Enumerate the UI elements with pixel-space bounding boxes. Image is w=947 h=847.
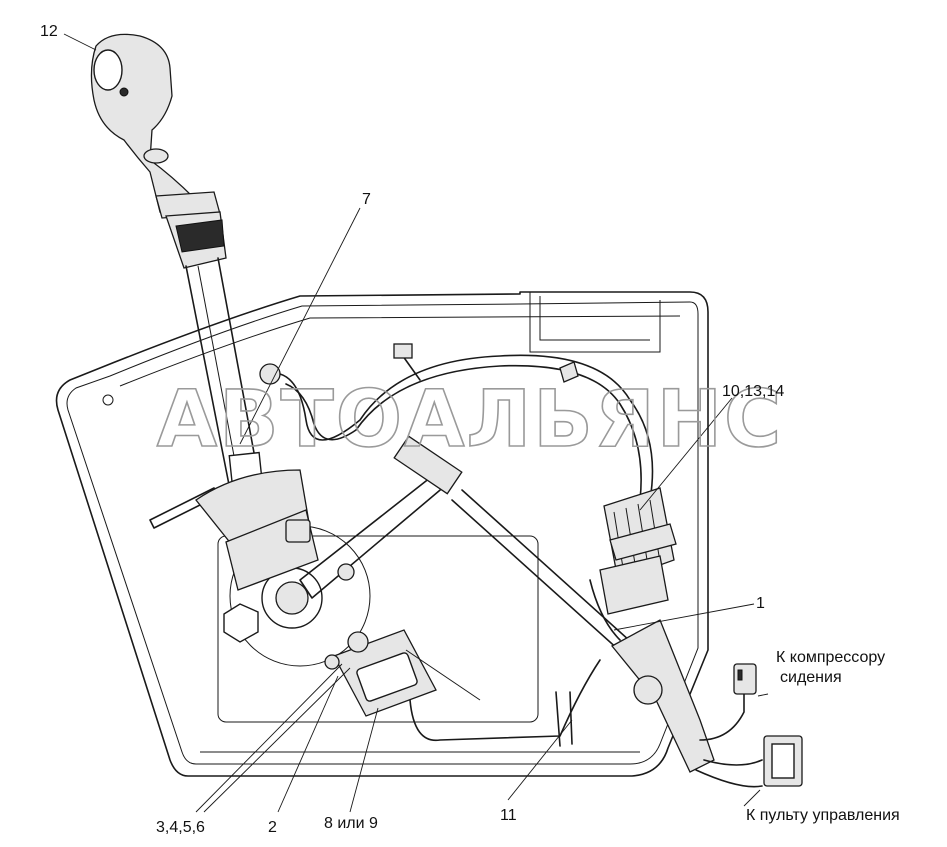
callout-10-13-14: 10,13,14	[722, 383, 784, 400]
callout-3-4-5-6: 3,4,5,6	[156, 819, 205, 836]
callout-8-or-9: 8 или 9	[324, 815, 378, 832]
label-control-panel: К пульту управления	[746, 807, 900, 824]
callout-7: 7	[362, 191, 371, 208]
housing-panel	[55, 291, 709, 777]
callout-12: 12	[40, 23, 58, 40]
label-compressor-line2: сидения	[780, 669, 842, 686]
leader-lines	[63, 33, 769, 813]
connector-assembly	[599, 487, 677, 615]
watermark-text: АВТОАЛЬЯНС	[157, 375, 784, 465]
cable-bundle	[611, 619, 803, 788]
selector-mechanism	[149, 435, 641, 667]
wiring-harness	[259, 343, 654, 747]
callout-2: 2	[268, 819, 277, 836]
control-handle	[90, 33, 227, 269]
callout-11: 11	[500, 807, 517, 824]
switch-block	[324, 629, 481, 717]
callout-1: 1	[756, 595, 765, 612]
label-compressor-line1: К компрессору	[776, 649, 885, 666]
